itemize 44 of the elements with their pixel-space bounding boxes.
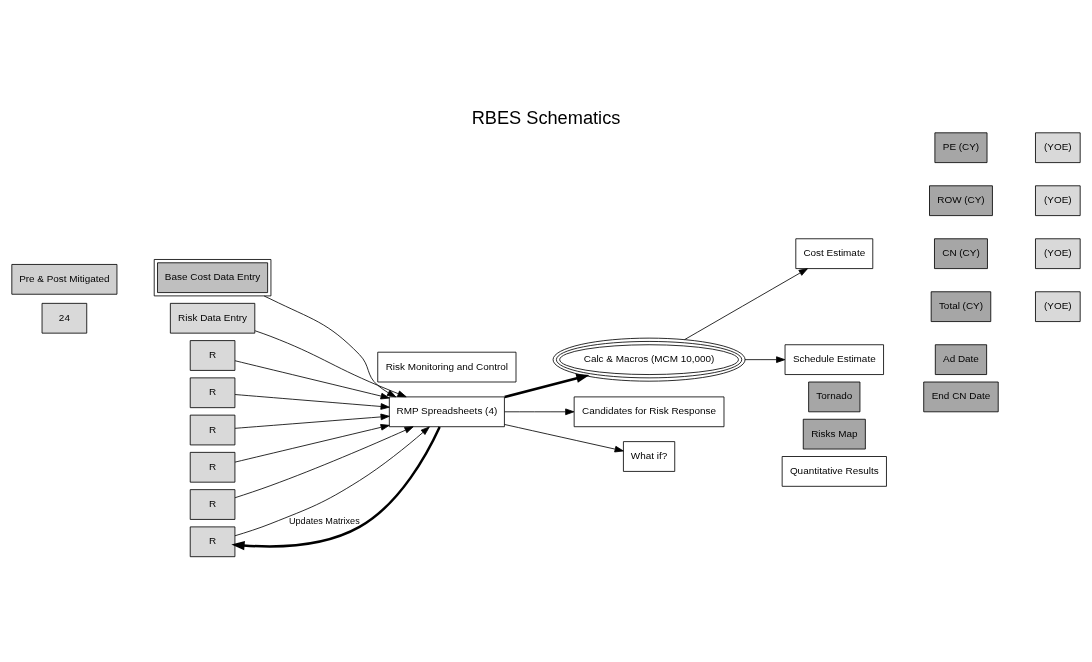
node-box: PE (CY) [934,131,988,163]
node-box: Quantitative Results [781,455,887,487]
arrow [234,423,390,463]
arrow [234,393,390,410]
arrow [231,425,441,550]
node-box: R [189,525,236,557]
node-box: What if? [623,440,676,472]
arrow [504,408,575,415]
node-box: RMP Spreadsheets (4) [388,396,505,427]
arrow [234,426,430,536]
arrow [234,413,390,429]
node-box: (YOE) [1035,237,1081,269]
node-box: R [189,451,236,483]
node-box: Risks Map [802,418,866,449]
node-box: Risk Monitoring and Control [377,351,517,382]
node-box: (YOE) [1035,131,1081,163]
node-box: Candidates for Risk Response [573,396,725,427]
node-box: Pre & Post Mitigated [11,263,118,295]
node-box: CN (CY) [934,237,988,269]
node-box: (YOE) [1035,184,1081,216]
node-box: Risk Data Entry [169,302,256,334]
node-box: R [189,376,236,408]
node-box: Schedule Estimate [784,343,884,375]
edge-label: Updates Matrixes [288,515,360,526]
node-box: Ad Date [934,343,988,375]
node-box: Total (CY) [930,290,992,322]
node-box: Cost Estimate [795,237,874,269]
arrow [234,359,390,399]
arrow [504,423,624,452]
node-box: End CN Date [923,381,999,412]
arrow [684,267,808,340]
diagram-title: RBES Schematics [471,107,621,128]
node-box: R [189,414,236,445]
arrow [504,373,590,398]
arrow [234,425,414,498]
arrow [744,355,786,363]
node-box: 24 [41,302,88,334]
arrow [254,329,407,397]
node-box: ROW (CY) [929,184,993,216]
node-box: (YOE) [1035,290,1081,322]
node-box: Tornado [808,381,861,412]
node-box: R [189,488,236,520]
arrow [263,295,397,397]
node-box: R [189,339,236,371]
